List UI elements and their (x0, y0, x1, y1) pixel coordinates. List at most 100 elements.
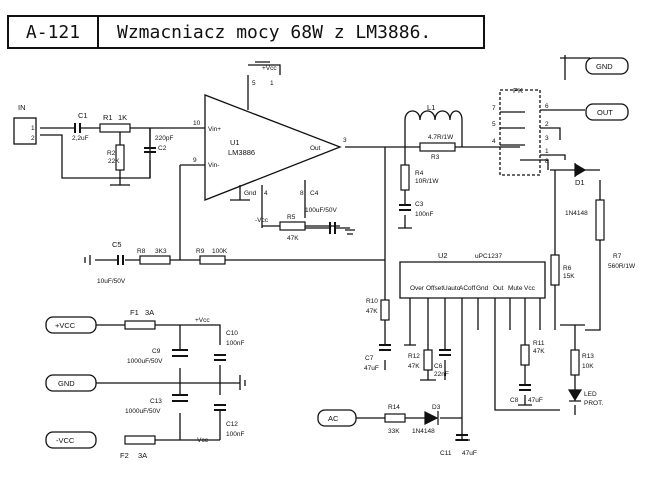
r4-val: 10R/1W (415, 178, 439, 185)
u2-pin-uauto: Uauto (443, 285, 461, 292)
gnd-top-label: GND (596, 62, 613, 71)
relay-pin3: 3 (545, 135, 549, 142)
r14-val: 33K (388, 428, 400, 435)
u1-pin9: 9 (193, 157, 197, 164)
u2-pin-acoff: ACoff (459, 285, 475, 292)
c11-ref: C11 (440, 450, 452, 457)
r10-ref: R10 (366, 298, 378, 305)
c5-plates (117, 255, 124, 265)
r6-body (550, 254, 560, 286)
d1-symbol (574, 162, 587, 178)
r12-val: 47K (408, 363, 420, 370)
f2-body (124, 435, 156, 445)
r11-val: 47K (533, 348, 545, 355)
relay-ref: PK (513, 86, 523, 95)
relay-pin6: 6 (545, 103, 549, 110)
c2-val: 220pF (155, 135, 173, 142)
r11-ref: R11 (533, 340, 545, 347)
r7-body (595, 199, 605, 241)
r14-body (384, 413, 406, 423)
relay-pin8: 8 (545, 158, 549, 165)
r8-body (139, 255, 171, 265)
u1-ref: U1 (230, 138, 240, 147)
u2-pin-over: Over (410, 285, 425, 292)
c9-ref: C9 (152, 348, 161, 355)
u1-vinm: Vin- (208, 162, 219, 169)
c3-ref: C3 (415, 201, 424, 208)
u1-part: LM3886 (228, 148, 255, 157)
in-pin2: 2 (31, 135, 35, 142)
c8-plates (519, 384, 531, 391)
r13-val: 10K (582, 363, 594, 370)
u1-vinp: Vin+ (208, 126, 221, 133)
r1-body (99, 123, 131, 133)
c12-plates (214, 404, 226, 411)
r13-body (570, 349, 580, 376)
c4-ref: C4 (310, 190, 319, 197)
f1-ref: F1 (130, 308, 139, 317)
r4-body (400, 164, 410, 191)
c6-plates (439, 349, 451, 356)
f1-body (124, 320, 156, 330)
u1-pin5: 5 (252, 80, 256, 87)
led-val: PROT. (584, 400, 603, 407)
c7-plates (379, 344, 391, 351)
c2-ref: C2 (158, 145, 167, 152)
u1-pin3: 3 (343, 137, 347, 144)
r3-val: 4.7R/1W (428, 134, 454, 141)
c11-plates (456, 434, 468, 441)
r9-ref: R9 (196, 248, 205, 255)
d1-ref: D1 (575, 178, 585, 187)
u1-pin8: 8 (300, 190, 304, 197)
u2-pin-out: Out (493, 285, 504, 292)
r12-ref: R12 (408, 353, 420, 360)
u2-pin-vcc: Vcc (524, 285, 536, 292)
wires (40, 55, 601, 441)
capacitors (74, 123, 531, 441)
c3-plates (399, 204, 411, 211)
c6-val: 22nF (434, 371, 449, 378)
r6-val: 15K (563, 273, 575, 280)
r7-val: 560R/1W (608, 263, 636, 270)
r8-ref: R8 (137, 248, 146, 255)
u2-part: uPC1237 (475, 253, 502, 260)
u1-gnd: Gnd (244, 190, 257, 197)
r2-ref: R2 (107, 150, 116, 157)
c5-ref: C5 (112, 240, 122, 249)
u1-pvcc-rail: +Vcc (262, 65, 277, 72)
c9-plates (172, 349, 188, 357)
r10-val: 47K (366, 308, 378, 315)
d3-symbol (424, 411, 439, 425)
c10-plates (214, 354, 226, 361)
diagram-title: Wzmacniacz mocy 68W z LM3886. (117, 21, 432, 43)
d3-val: 1N4148 (412, 428, 435, 435)
r2-val: 22K (108, 158, 120, 165)
mvcc-rail: -Vcc (195, 437, 209, 444)
r9-val: 100K (212, 248, 228, 255)
u2-pin-mute: Mute (508, 285, 523, 292)
c4-val: 100uF/50V (305, 207, 337, 214)
r8-val: 3K3 (155, 248, 167, 255)
relay-pin4: 4 (492, 138, 496, 145)
r1-ref: R1 (103, 113, 113, 122)
resistors (99, 123, 605, 445)
ac-label: AC (328, 414, 339, 423)
r14-ref: R14 (388, 404, 400, 411)
title-block: A-121 Wzmacniacz mocy 68W z LM3886. (7, 15, 485, 49)
u2-pin-gnd: Gnd (476, 285, 489, 292)
diagram-code: A-121 (9, 17, 99, 47)
u1-pin4: 4 (264, 190, 268, 197)
c7-val: 47uF (364, 365, 379, 372)
led-symbol (567, 389, 583, 402)
r6-ref: R6 (563, 265, 572, 272)
relay-pin2: 2 (545, 121, 549, 128)
u1-out: Out (310, 145, 321, 152)
c1-val: 2,2uF (72, 135, 89, 142)
pvcc-rail: +Vcc (195, 317, 210, 324)
c3-val: 100nF (415, 211, 433, 218)
vcc-neg-label: -VCC (56, 436, 75, 445)
r3-ref: R3 (431, 154, 440, 161)
c6-ref: C6 (434, 363, 443, 370)
gnd-top-connector (585, 57, 629, 75)
